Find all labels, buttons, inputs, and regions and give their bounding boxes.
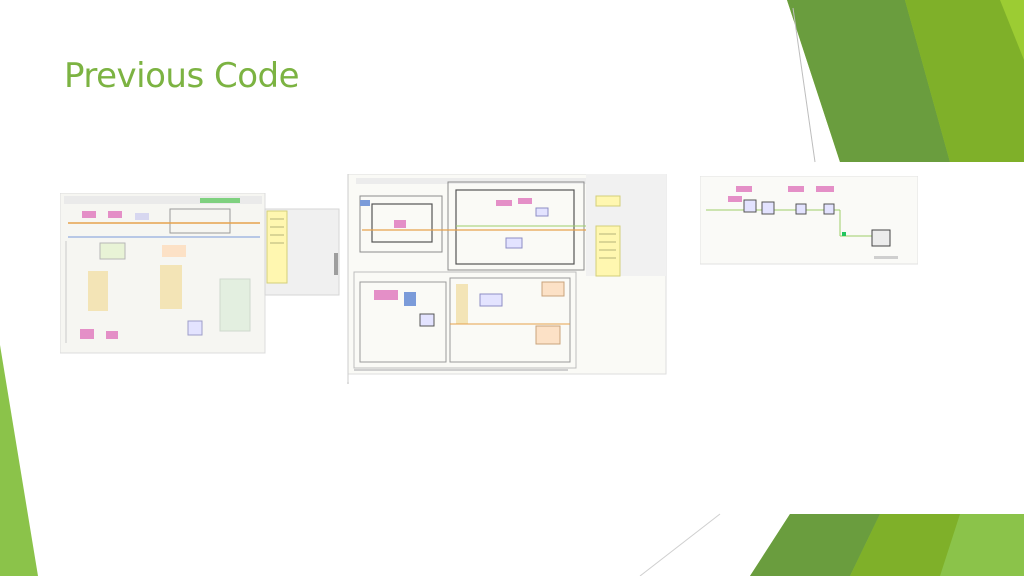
diagram-1-cluster <box>160 265 182 309</box>
diagram-3-label <box>874 256 898 259</box>
diagram-1-node <box>80 329 94 339</box>
labview-block-diagram-2 <box>347 174 667 384</box>
diagram-3-node <box>795 203 807 215</box>
diagram-2-block <box>535 325 561 345</box>
diagram-3-canvas <box>700 176 918 265</box>
diagram-2-cluster <box>456 284 468 324</box>
diagram-1-node <box>135 213 149 220</box>
diagram-2-node <box>360 200 370 206</box>
diagram-2-lower-frame <box>353 271 577 369</box>
diagram-2-node <box>404 292 416 306</box>
diagram-2-inner-loop <box>371 203 433 243</box>
diagram-3-node <box>728 196 742 202</box>
diagram-2-node <box>419 313 435 327</box>
diagram-2-node <box>394 220 406 228</box>
diagram-1-green-label <box>200 198 240 203</box>
diagram-2-note <box>595 195 621 207</box>
diagram-2-node <box>479 293 503 307</box>
diagram-2-toolbar <box>356 178 586 184</box>
labview-block-diagram-3 <box>700 176 918 265</box>
diagram-1-panel <box>219 278 251 332</box>
top-right-facet-mid <box>905 0 1024 162</box>
diagram-2-loop <box>359 195 443 253</box>
diagram-1-scrollbar <box>334 253 338 275</box>
diagram-2-inner-loop <box>455 189 575 265</box>
diagram-2-node <box>505 237 523 249</box>
labview-block-diagram-1 <box>60 193 340 354</box>
diagram-1-toolbar <box>64 196 262 204</box>
diagram-3-node <box>761 201 775 215</box>
bottom-right-facet-mid <box>850 514 960 576</box>
diagram-1-node <box>187 320 203 336</box>
diagram-2-block <box>541 281 565 297</box>
diagram-1-node <box>108 211 122 218</box>
left-edge-facet <box>0 345 38 576</box>
diagram-1-note <box>266 210 288 284</box>
diagram-1-cluster <box>88 271 108 311</box>
diagram-3-node <box>816 186 834 192</box>
bottom-right-facet-dark <box>750 514 880 576</box>
diagram-3-node <box>788 186 804 192</box>
diagram-1-block <box>99 242 126 260</box>
diagram-2-node <box>496 200 512 206</box>
diagram-1-block <box>162 245 186 257</box>
diagram-1-loop <box>169 208 231 234</box>
diagram-2-lower-loop <box>359 281 447 363</box>
diagram-1-node <box>82 211 96 218</box>
diagram-3-node <box>736 186 752 192</box>
top-right-hairline <box>792 7 816 163</box>
diagram-1-node <box>106 331 118 339</box>
diagram-2-node <box>374 290 398 300</box>
diagram-2-node <box>518 198 532 204</box>
slide-title: Previous Code <box>64 56 300 96</box>
diagram-3-node <box>842 232 846 236</box>
diagram-3-indicator <box>871 229 891 247</box>
bottom-hairline <box>639 513 721 576</box>
diagram-2-node <box>535 207 549 217</box>
diagram-3-node <box>823 203 835 215</box>
diagram-3-node <box>743 199 757 213</box>
top-right-facet-dark <box>787 0 950 162</box>
diagram-2-lower-loop <box>449 277 571 363</box>
